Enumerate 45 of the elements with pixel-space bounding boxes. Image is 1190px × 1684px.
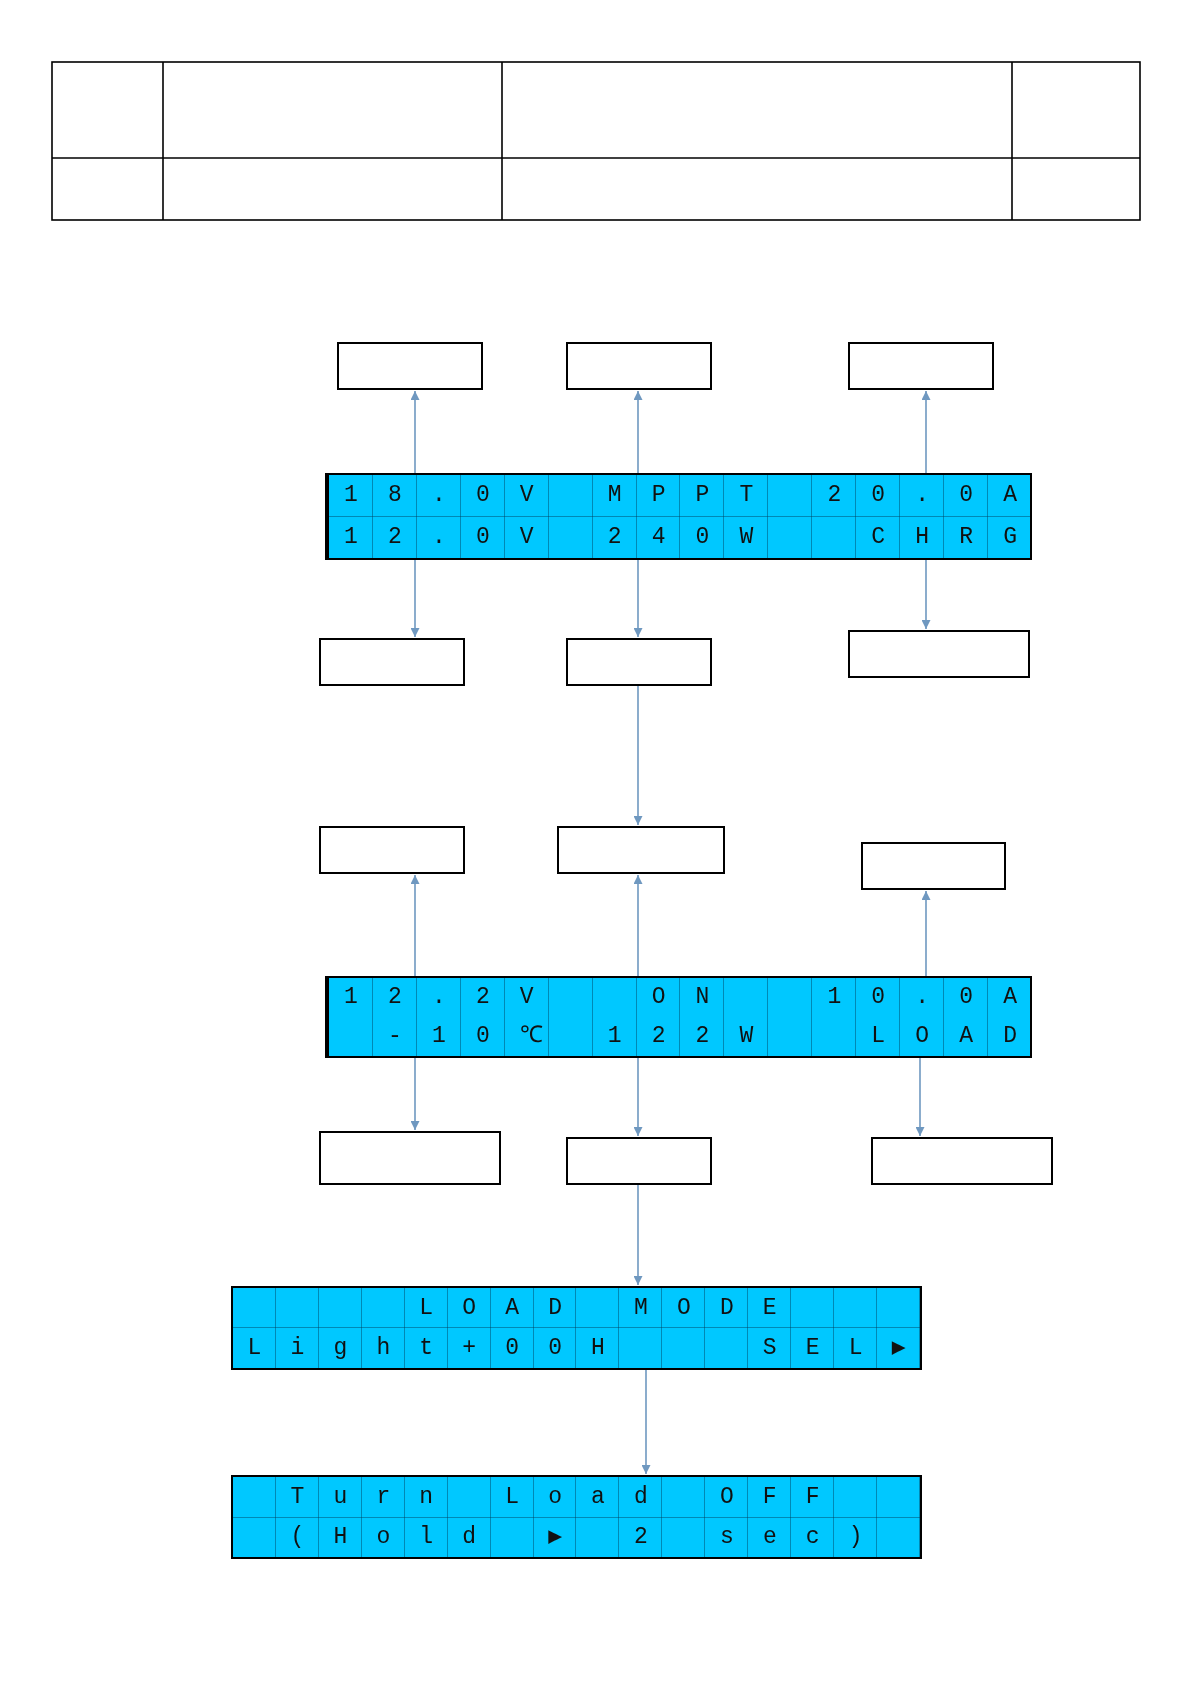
- arrow: [641, 1369, 651, 1475]
- empty-label-box: [871, 1137, 1053, 1185]
- empty-label-box: [566, 1137, 712, 1185]
- lcd-text: CHRG: [870, 522, 1032, 552]
- empty-label-box: [848, 342, 994, 390]
- arrow: [633, 874, 643, 977]
- lcd-text: -10℃: [387, 1022, 549, 1051]
- lcd-text: (Hold ▶ 2 sec): [289, 1523, 878, 1552]
- arrow: [921, 890, 931, 977]
- lcd-text: 12.2V: [343, 983, 549, 1012]
- arrow: [633, 390, 643, 474]
- lcd-text: 10.0A: [826, 983, 1032, 1012]
- empty-label-box: [557, 826, 725, 874]
- lcd-text: Turn Load OFF: [289, 1483, 835, 1512]
- lcd-display: [325, 976, 1032, 1058]
- empty-label-box: [319, 638, 465, 686]
- lcd-text: 18.0V MPPT 20.0A: [343, 481, 1032, 510]
- lcd-text: LOAD: [870, 1022, 1032, 1051]
- arrow: [410, 390, 420, 474]
- arrow: [633, 1184, 643, 1286]
- lcd-text: 122W: [606, 1022, 769, 1051]
- empty-label-box: [861, 842, 1006, 890]
- arrow: [410, 559, 420, 638]
- lcd-text: LOAD MODE: [418, 1294, 792, 1323]
- arrow: [633, 559, 643, 638]
- lcd-display: [231, 1475, 922, 1559]
- empty-label-box: [566, 638, 712, 686]
- empty-label-box: [319, 826, 465, 874]
- lcd-display: [231, 1286, 922, 1370]
- empty-label-box: [848, 630, 1030, 678]
- lcd-display: [325, 473, 1032, 560]
- lcd-text: Light+00H: [246, 1334, 620, 1363]
- arrow: [410, 874, 420, 977]
- arrow: [921, 390, 931, 474]
- lcd-text: ON: [650, 983, 725, 1012]
- lcd-text: 12.0V 240W: [343, 522, 769, 552]
- arrow: [633, 1057, 643, 1137]
- empty-label-box: [566, 342, 712, 390]
- empty-label-box: [337, 342, 483, 390]
- arrow: [915, 1057, 925, 1137]
- arrow: [633, 685, 643, 826]
- empty-label-box: [319, 1131, 501, 1185]
- lcd-text: SEL▶: [761, 1334, 920, 1363]
- arrow: [410, 1057, 420, 1131]
- arrow: [921, 559, 931, 630]
